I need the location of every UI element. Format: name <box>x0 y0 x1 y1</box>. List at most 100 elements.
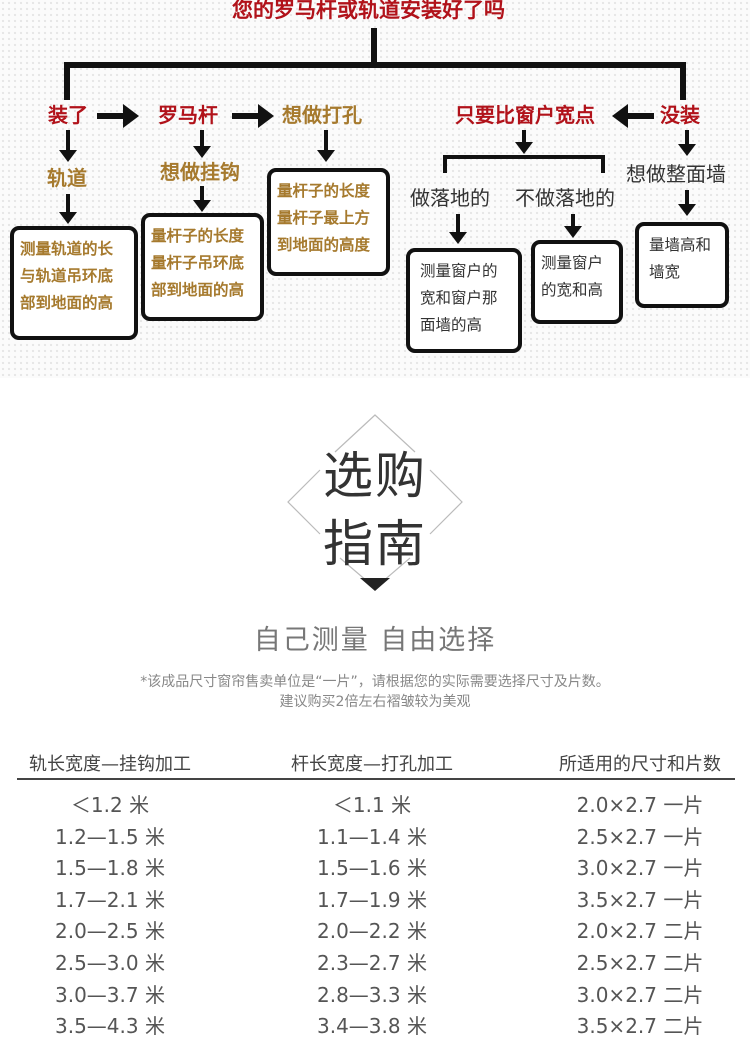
table-cell: 1.7—2.1 米 <box>55 887 165 912</box>
table-header-track: 轨长宽度—挂钩加工 <box>29 754 191 775</box>
connector-line <box>64 62 686 68</box>
label-full-wall: 想做整面墙 <box>626 162 726 186</box>
table-header-size: 所适用的尺寸和片数 <box>559 754 721 775</box>
table-cell: 1.5—1.8 米 <box>55 856 165 881</box>
box-text-line: 墙宽 <box>649 263 681 281</box>
guide-title-line1: 选购 <box>323 447 427 505</box>
table-cell: 3.0×2.7 二片 <box>576 982 704 1007</box>
label-roman-rod: 罗马杆 <box>158 103 218 127</box>
arrow-down-icon <box>317 150 335 162</box>
connector-line <box>200 186 204 202</box>
flowchart-area: 您的罗马杆或轨道安装好了吗 装了 罗马杆 想做打孔 轨道 想做挂钩 测量轨道的长… <box>0 0 750 378</box>
box-text-line: 量杆子吊环底 <box>151 254 245 272</box>
connector-line <box>601 155 605 173</box>
box-text-line: 的宽和高 <box>541 281 604 299</box>
table-cell: 2.0×2.7 二片 <box>576 919 704 944</box>
box-text-line: 部到地面的高 <box>20 294 114 312</box>
table-cell: 3.5×2.7 二片 <box>576 1014 704 1039</box>
arrow-right-icon <box>123 104 139 128</box>
arrow-down-icon <box>59 212 77 224</box>
table-cell: 2.0—2.2 米 <box>317 919 427 944</box>
box-holes: 量杆子的长度 量杆子最上方 到地面的高度 <box>267 168 390 276</box>
guide-title-line2: 指南 <box>323 515 427 573</box>
table-column-rod: ＜1.1 米 1.1—1.4 米 1.5—1.6 米 1.7—1.9 米 2.0… <box>272 790 472 1043</box>
label-slightly-wider: 只要比窗户宽点 <box>455 103 595 127</box>
connector-line <box>626 113 654 119</box>
table-cell: 3.4—3.8 米 <box>317 1014 427 1039</box>
arrow-down-icon <box>193 146 211 158</box>
box-text-line: 宽和窗户那 <box>420 289 498 307</box>
table-cell: 2.5—3.0 米 <box>55 950 165 975</box>
table-cell: 3.5—4.3 米 <box>55 1014 165 1039</box>
box-text-line: 面墙的高 <box>420 316 483 334</box>
connector-line <box>685 190 689 206</box>
flow-question: 您的罗马杆或轨道安装好了吗 <box>232 0 505 22</box>
box-text-line: 量墙高和 <box>649 236 712 254</box>
box-text-line: 测量轨道的长 <box>20 240 114 258</box>
box-text-line: 与轨道吊环底 <box>20 267 114 285</box>
table-cell: 3.5×2.7 一片 <box>576 887 704 912</box>
label-not-installed: 没装 <box>660 103 700 127</box>
table-cell: 2.5×2.7 二片 <box>576 950 704 975</box>
box-text-line: 量杆子的长度 <box>277 182 371 200</box>
table-cell: 1.7—1.9 米 <box>317 887 427 912</box>
label-not-floor: 不做落地的 <box>515 186 615 210</box>
connector-line <box>64 62 70 100</box>
connector-line <box>97 113 125 119</box>
box-text-line: 量杆子最上方 <box>277 209 371 227</box>
note-line1: *该成品尺寸窗帘售卖单位是“一片”，请根据您的实际需要选择尺寸及片数。 <box>140 674 610 690</box>
connector-line <box>66 194 70 214</box>
arrow-down-icon <box>59 150 77 162</box>
label-track: 轨道 <box>47 166 87 190</box>
table-header-rod: 杆长宽度—打孔加工 <box>291 754 453 775</box>
arrow-down-icon <box>678 204 696 216</box>
arrow-right-icon <box>258 104 274 128</box>
connector-line <box>66 130 70 152</box>
box-track: 测量轨道的长 与轨道吊环底 部到地面的高 <box>10 226 138 340</box>
connector-line <box>680 62 686 100</box>
arrow-down-icon <box>449 232 467 244</box>
box-hooks: 量杆子的长度 量杆子吊环底 部到地面的高 <box>141 213 264 321</box>
table-cell: 2.0—2.5 米 <box>55 919 165 944</box>
connector-line <box>324 130 328 152</box>
table-cell: 3.0×2.7 一片 <box>576 856 704 881</box>
table-cell: 1.1—1.4 米 <box>317 824 427 849</box>
connector-line <box>685 130 689 146</box>
table-column-track: ＜1.2 米 1.2—1.5 米 1.5—1.8 米 1.7—2.1 米 2.0… <box>10 790 210 1043</box>
slogan: 自己测量 自由选择 <box>253 625 497 656</box>
box-floor: 测量窗户的 宽和窗户那 面墙的高 <box>406 248 522 353</box>
arrow-down-icon <box>564 226 582 238</box>
table-cell: ＜1.1 米 <box>332 793 412 817</box>
table-cell: ＜1.2 米 <box>70 793 150 817</box>
connector-line <box>571 214 575 228</box>
table-cell: 3.0—3.7 米 <box>55 982 165 1007</box>
table-cell: 2.8—3.3 米 <box>317 982 427 1007</box>
diamond-frame-icon <box>287 414 463 591</box>
table-cell: 2.0×2.7 一片 <box>576 793 704 817</box>
box-text-line: 到地面的高度 <box>277 236 371 254</box>
connector-line <box>232 113 260 119</box>
note-line2: 建议购买2倍左右褶皱较为美观 <box>279 694 471 710</box>
connector-line <box>200 130 204 148</box>
table-cell: 1.5—1.6 米 <box>317 856 427 881</box>
table-column-size: 2.0×2.7 一片 2.5×2.7 一片 3.0×2.7 一片 3.5×2.7… <box>535 790 745 1043</box>
table-cell: 2.5×2.7 一片 <box>576 824 704 849</box>
box-wall: 量墙高和 墙宽 <box>635 222 729 308</box>
arrow-down-icon <box>193 200 211 212</box>
arrow-left-icon <box>612 104 628 128</box>
table-divider <box>17 778 735 780</box>
box-text-line: 量杆子的长度 <box>151 227 245 245</box>
box-text-line: 测量窗户的 <box>420 262 498 280</box>
arrow-down-icon <box>678 144 696 156</box>
table-cell: 2.3—2.7 米 <box>317 950 427 975</box>
label-want-hooks: 想做挂钩 <box>160 160 240 184</box>
box-text-line: 部到地面的高 <box>151 281 245 299</box>
label-want-holes: 想做打孔 <box>282 103 362 127</box>
connector-line <box>443 155 447 173</box>
table-cell: 1.2—1.5 米 <box>55 824 165 849</box>
label-floor: 做落地的 <box>410 186 490 210</box>
connector-line <box>456 214 460 234</box>
connector-line <box>443 155 605 159</box>
box-not-floor: 测量窗户 的宽和高 <box>531 240 623 324</box>
connector-line <box>522 130 526 144</box>
